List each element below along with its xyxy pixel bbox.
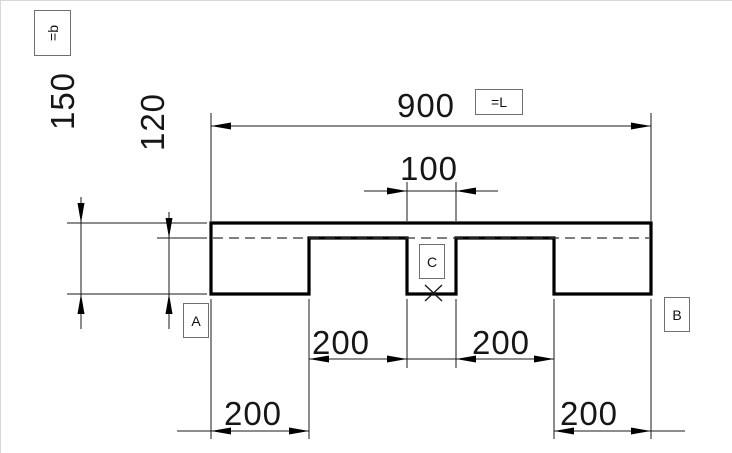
- ref-label-b: B: [672, 306, 682, 323]
- ref-label-c: C: [426, 253, 438, 270]
- ref-label-b-box: B: [664, 297, 690, 332]
- dim-gap-left: 200: [311, 323, 371, 361]
- extension-lines: [67, 113, 652, 439]
- length-tag-box: =L: [475, 89, 523, 115]
- dim-center-tooth-width: 100: [399, 149, 459, 187]
- dim-end-tooth-left: 200: [223, 394, 283, 432]
- dim-web-height: 120: [133, 92, 171, 152]
- dimension-arrowheads: [77, 122, 651, 435]
- dim-gap-right: 200: [471, 323, 531, 361]
- ref-label-a-box: A: [183, 303, 209, 338]
- dim-end-tooth-right: 200: [559, 394, 619, 432]
- cross-mark: [424, 284, 443, 302]
- ref-label-c-box: C: [419, 244, 445, 279]
- ref-label-a: A: [191, 312, 201, 329]
- height-tag-box: =b: [34, 10, 71, 56]
- dim-total-height: 150: [43, 71, 81, 131]
- length-tag-label: =L: [491, 94, 507, 110]
- height-tag-label: =b: [44, 25, 61, 41]
- dim-total-length: 900: [396, 86, 456, 124]
